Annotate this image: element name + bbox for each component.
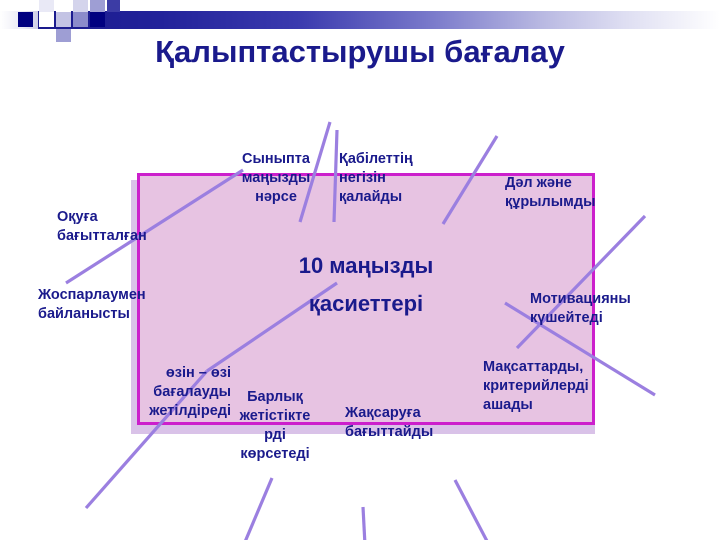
decor-square [39, 0, 54, 12]
callout-label-learning: Оқуға бағытталған [57, 209, 147, 244]
decor-square [39, 29, 54, 42]
callout-label-planning: Жоспарлаумен байланысты [38, 287, 146, 322]
decor-square [73, 29, 88, 38]
page-title: Қалыптастырушы бағалау [155, 34, 565, 69]
center-text-line-2: қасиеттері [308, 291, 424, 316]
decor-square [56, 12, 71, 27]
callout-label-improve: Жақсаруға бағыттайды [345, 405, 434, 440]
decor-square [56, 0, 71, 12]
header-decoration [0, 0, 720, 42]
header-gradient-bar [38, 11, 720, 29]
callout-label-precise: Дәл және құрылымды [505, 175, 596, 210]
connector-line [361, 506, 367, 540]
decor-square [73, 0, 88, 12]
callout-label-selfassess: өзін – өзі бағалауды жетілдіреді [149, 365, 231, 419]
connector-line [453, 479, 489, 540]
decor-square [107, 0, 120, 12]
decor-square [73, 12, 88, 27]
callout-label-goals: Мақсаттарды, критерийлерді ашады [483, 359, 589, 413]
center-text-line-1: 10 маңызды [298, 253, 434, 278]
decor-square [90, 12, 105, 27]
connector-line [244, 477, 274, 540]
decor-square [39, 12, 54, 27]
callout-label-ability: Қабілеттің негізін қалайды [339, 151, 413, 205]
decor-square [56, 29, 71, 42]
callout-label-achieve: Барлық жетістікте рді көрсетеді [239, 389, 311, 462]
callout-label-class: Сыныпта маңызды нәрсе [241, 151, 311, 205]
decor-square [90, 0, 105, 12]
callout-label-motivation: Мотивацияны күшейтеді [530, 291, 631, 326]
decor-square [18, 12, 33, 27]
center-box-text: 10 маңызды қасиеттері [137, 247, 595, 323]
